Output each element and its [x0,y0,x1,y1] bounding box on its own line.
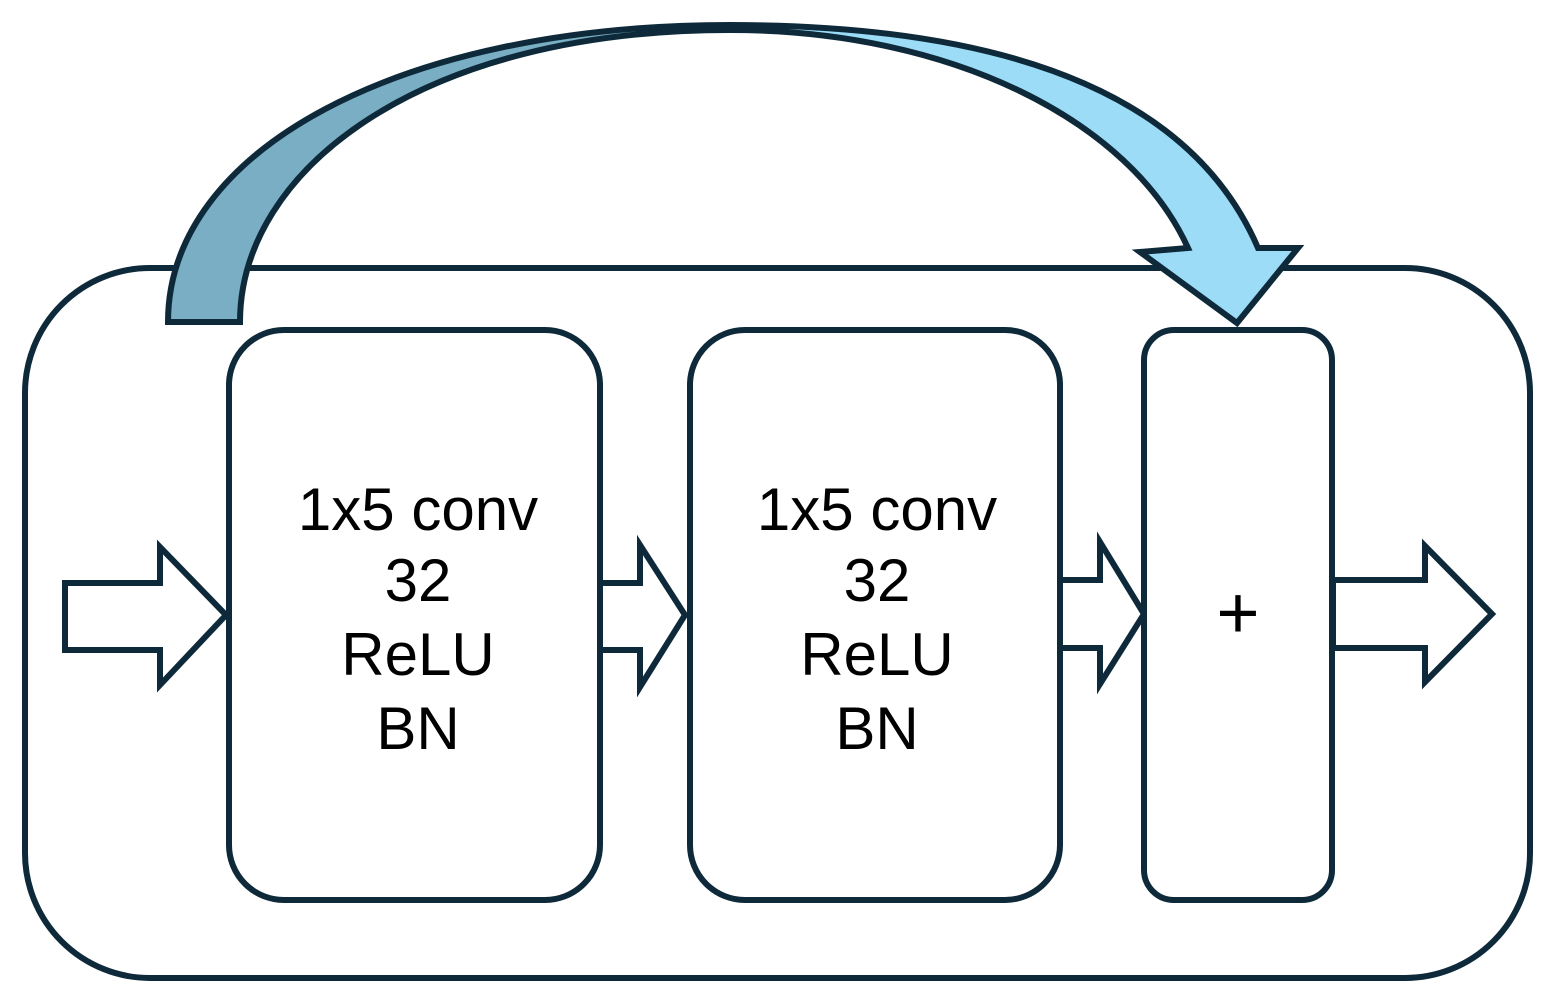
input-arrow [62,539,231,693]
add-block: + [1141,327,1335,903]
arrow-block1-to-block2 [597,534,689,698]
conv-block-1: 1x5 conv 32 ReLU BN [226,327,603,903]
arrow-block2-to-add [1057,531,1148,695]
conv-block-2-line-1: 1x5 conv [757,476,997,543]
conv-block-2-line-3: ReLU [800,621,953,688]
conv-block-1-line-2: 32 [385,547,452,614]
conv-block-1-line-4: BN [376,695,459,762]
conv-block-2-line-4: BN [835,695,918,762]
conv-block-1-box [226,327,603,903]
conv-block-2-line-2: 32 [844,547,911,614]
add-symbol: + [1216,571,1259,654]
conv-block-2-box [687,327,1063,903]
conv-block-1-line-3: ReLU [341,621,494,688]
output-arrow [1330,538,1497,690]
skip-connection-arrow [164,21,1305,328]
add-block-box [1141,327,1335,903]
conv-block-1-line-1: 1x5 conv [298,476,538,543]
conv-block-2: 1x5 conv 32 ReLU BN [687,327,1063,903]
